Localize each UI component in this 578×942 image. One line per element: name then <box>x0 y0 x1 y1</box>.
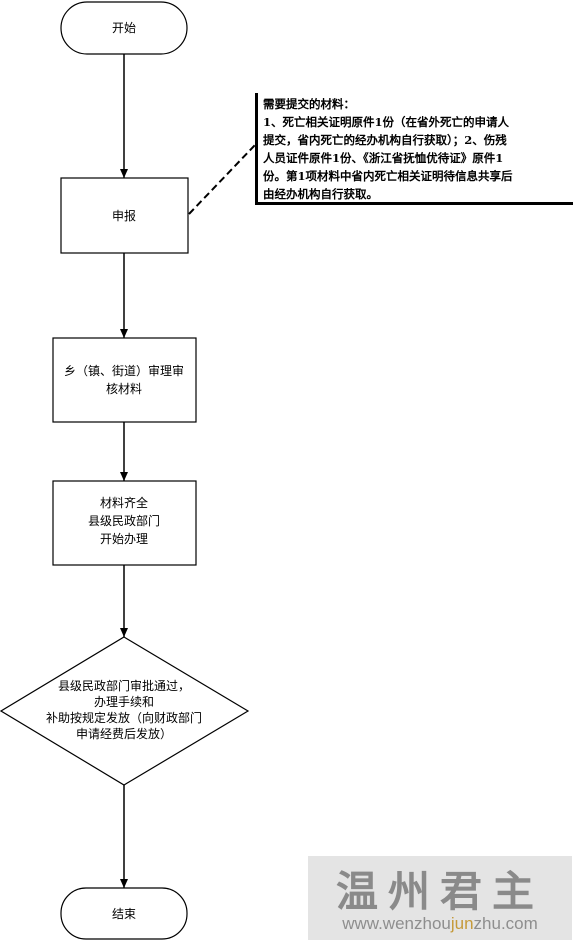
apply-label: 申报 <box>112 208 136 223</box>
note-line-5: 份。第1项材料中省内死亡相关证明待信息共享后 <box>263 169 513 183</box>
watermark-url: www.wenzhoujunzhu.com <box>308 914 572 934</box>
end-label: 结束 <box>112 907 136 921</box>
watermark: 温州君主 www.wenzhoujunzhu.com <box>308 856 572 940</box>
handle-label-line-1: 材料齐全 <box>100 495 148 510</box>
handle-label-line-2: 县级民政部门 <box>88 513 160 528</box>
end-terminator <box>60 887 188 940</box>
note-line-4: 人员证件原件1份、《浙江省抚恤优待证》原件1 <box>263 151 504 165</box>
handle-box <box>52 480 197 566</box>
handle-label-line-3: 开始办理 <box>100 531 148 546</box>
decision-label-line-3: 补助按规定发放（向财政部门 <box>46 710 202 725</box>
watermark-url-prefix: www.wenzhou <box>342 914 451 933</box>
start-terminator <box>60 1 188 55</box>
apply-box <box>60 177 189 254</box>
review-box <box>52 337 197 423</box>
decision-diamond <box>0 636 250 786</box>
decision-label-line-4: 申请经费后发放） <box>76 726 172 741</box>
decision-label-line-1: 县级民政部门审批通过， <box>58 678 190 693</box>
decision-label-line-2: 办理手续和 <box>94 694 154 709</box>
watermark-url-suffix: zhu.com <box>473 914 538 933</box>
materials-note: 需要提交的材料： 1、死亡相关证明原件1份（在省外死亡的申请人 提交，省内死亡的… <box>255 93 573 205</box>
note-line-1: 需要提交的材料： <box>263 97 355 111</box>
note-line-6: 由经办机构自行获取。 <box>263 187 378 201</box>
review-label-line-2: 核材料 <box>106 382 142 396</box>
watermark-url-highlight: jun <box>450 914 474 933</box>
note-line-2: 1、死亡相关证明原件1份（在省外死亡的申请人 <box>263 115 510 129</box>
note-connector-dashed <box>188 144 256 215</box>
review-label-line-1: 乡（镇、街道）审理审 <box>64 363 184 378</box>
note-line-3: 提交，省内死亡的经办机构自行获取）；2、伤残 <box>263 133 507 147</box>
start-label: 开始 <box>112 21 136 35</box>
watermark-title: 温州君主 <box>335 867 544 916</box>
